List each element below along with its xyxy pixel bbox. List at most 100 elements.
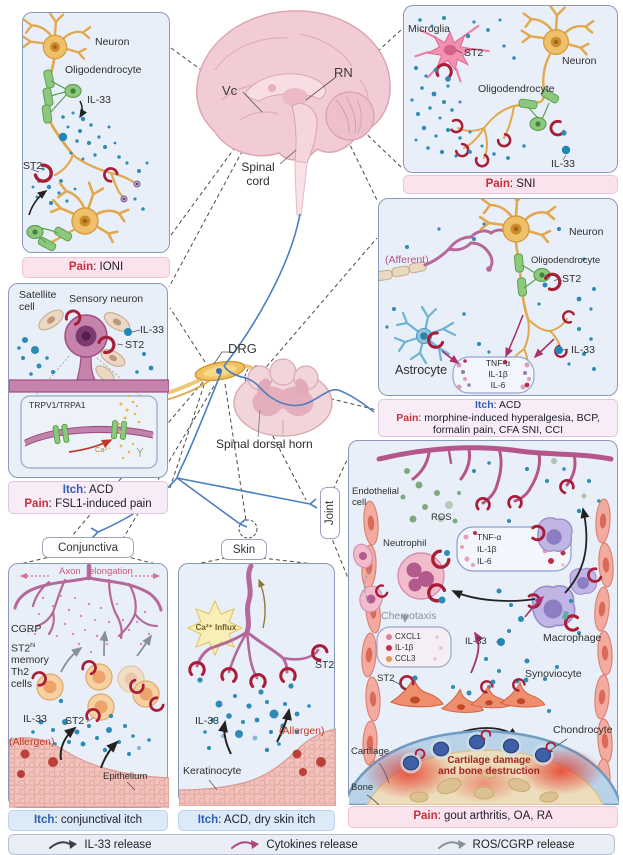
panel-conjunctiva: Axon elongation CGRP ST2hi memory Th2 ce…	[8, 563, 169, 808]
label-satellite-cell: Satellite cell	[19, 289, 57, 313]
label-il33: IL-33	[87, 94, 111, 106]
axon-routes	[90, 213, 375, 539]
caption-joint: Pain: gout arthritis, OA, RA	[348, 806, 618, 828]
label-cartilage: Cartilage	[351, 746, 390, 757]
label-cytokine-il1b: IL-1β	[477, 544, 497, 554]
ros-dots	[400, 458, 587, 524]
label-chemokine-ccl3: CCL3	[395, 654, 416, 663]
il33-dots	[203, 694, 311, 753]
label-il33: IL-33	[571, 344, 595, 356]
il33-dots	[31, 111, 149, 211]
il33-dots	[17, 337, 154, 376]
caption-skin: Itch: ACD, dry skin itch	[178, 810, 335, 831]
label-allergen: (Allergen)	[279, 725, 325, 737]
label-st2: ST2	[315, 659, 335, 671]
cytokine-dots	[456, 359, 531, 390]
label-microglia: Microglia	[408, 23, 451, 35]
label-elongation: elongation	[89, 566, 133, 577]
bone-texture	[409, 769, 559, 803]
label-macrophage: Macrophage	[543, 632, 602, 644]
label-oligodendrocyte: Oligodendrocyte	[478, 83, 555, 95]
label-spinal-cord: Spinal cord	[241, 160, 275, 188]
drg-spinal-illustration	[149, 351, 333, 438]
label-trpv1-trpa1: TRPV1/TRPA1	[29, 400, 86, 410]
il33-release-arrow-icon	[49, 839, 78, 849]
label-calcium: Ca²⁺	[95, 445, 112, 454]
il33-dots	[385, 222, 596, 371]
panel-skin: Ca²⁺ Influx ST2 IL-33 (Allergen) Keratin…	[178, 563, 336, 806]
conjunctiva-artwork	[9, 564, 169, 808]
label-neuron: Neuron	[562, 55, 597, 67]
label-st2: ST2	[23, 160, 43, 172]
ros-cgrp-release-arrow-icon	[437, 839, 466, 849]
label-cytokine-il1b: IL-1β	[488, 369, 508, 379]
caption-drg: Itch: ACD Pain: FSL1-induced pain	[8, 481, 168, 514]
panel-spinal-cord: (Afferent) Neuron Oligodendrocyte ST2 As…	[378, 198, 618, 396]
label-rn: RN	[334, 65, 353, 80]
label-chondrocyte: Chondrocyte	[553, 724, 613, 736]
blood-vessel-tree	[376, 445, 614, 505]
label-synoviocyte: Synoviocyte	[525, 668, 582, 680]
nerve-tree	[13, 564, 163, 640]
caption-spinal: Itch: ACD Pain: morphine-induced hyperal…	[378, 399, 618, 437]
spinal-cord-artwork	[379, 199, 596, 394]
skin-artwork	[179, 564, 336, 806]
label-il33: IL-33	[465, 636, 487, 647]
label-il33: IL-33	[195, 715, 219, 727]
panel-ioni: Neuron Oligodendrocyte IL-33 ST2	[22, 12, 170, 253]
endothelium-right	[592, 498, 616, 804]
label-afferent: (Afferent)	[385, 254, 429, 266]
label-st2: ST2	[562, 273, 582, 285]
label-st2: ST2	[125, 339, 145, 351]
label-chemokine-cxcl1: CXCL1	[395, 632, 421, 641]
label-cgrp: CGRP	[11, 623, 42, 635]
calcium-dots	[117, 394, 141, 460]
label-astrocyte: Astrocyte	[395, 363, 448, 377]
label-neutrophil: Neutrophil	[383, 538, 427, 549]
label-cytokine-tnf: TNF-α	[485, 358, 511, 368]
legend-bar: IL-33 release Cytokines release ROS/CGRP…	[8, 834, 615, 855]
caption-sni: Pain: SNI	[403, 175, 618, 194]
label-allergen: (Allergen)	[9, 736, 55, 748]
label-il33: IL-33	[140, 324, 164, 336]
label-drg: DRG	[228, 341, 257, 356]
legend-item-ros-cgrp-release: ROS/CGRP release	[437, 839, 575, 851]
ioni-artwork	[23, 13, 149, 253]
label-st2hi-memory-th2-cells: ST2hi memory Th2 cells	[11, 642, 49, 691]
label-spinal-dorsal-horn: Spinal dorsal horn	[216, 437, 313, 451]
legend-item-cytokines-release: Cytokines release	[230, 839, 358, 851]
label-sensory-neuron: Sensory neuron	[69, 293, 144, 305]
label-cytokine-il6: IL-6	[477, 556, 492, 566]
trp-channel-1	[52, 423, 70, 445]
label-chemotaxis: Chemotaxis	[381, 610, 437, 622]
label-st2: ST2	[65, 715, 85, 727]
label-il33: IL-33	[23, 713, 47, 725]
cytokines-release-arrow-icon	[231, 839, 260, 849]
caption-ioni: Pain: IONI	[22, 257, 170, 278]
sni-artwork	[410, 6, 595, 170]
joint-artwork	[349, 445, 619, 805]
label-epithelium: Epithelium	[103, 771, 148, 782]
drg-artwork	[9, 307, 169, 469]
titlebox-conjunctiva: Conjunctiva	[42, 537, 134, 558]
label-cartilage-damage: Cartilage damage and bone destruction	[438, 755, 540, 778]
il33-dots	[410, 16, 526, 160]
label-ros: ROS	[431, 512, 452, 523]
trp-channel-2	[110, 420, 128, 440]
titlebox-joint: Joint	[320, 487, 340, 539]
label-il33: IL-33	[551, 158, 575, 170]
label-st2: ST2	[377, 673, 395, 684]
label-chemokine-il1b: IL-1β	[395, 643, 414, 652]
label-cytokine-il6: IL-6	[490, 380, 506, 390]
label-ca-influx: Ca²⁺ Influx	[195, 623, 237, 632]
label-oligodendrocyte: Oligodendrocyte	[65, 64, 142, 76]
label-axon: Axon	[59, 566, 81, 577]
cgrp-dots	[33, 594, 151, 654]
caption-conjunctiva: Itch: conjunctival itch	[8, 810, 168, 831]
label-cytokine-tnf: TNF-α	[477, 532, 502, 542]
label-keratinocyte: Keratinocyte	[183, 765, 242, 777]
label-neuron: Neuron	[95, 36, 130, 48]
panel-joint: Endothelial cell ROS Neutrophil Chemotax…	[348, 440, 619, 805]
